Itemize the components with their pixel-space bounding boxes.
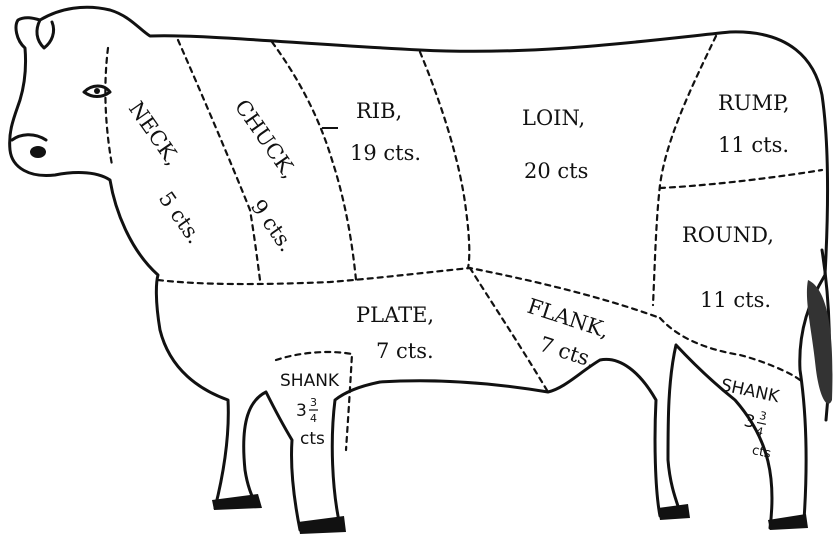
chuck-label: CHUCK, (230, 95, 302, 183)
round-price: 11 cts. (700, 288, 771, 312)
chuck-name: CHUCK, (230, 95, 302, 183)
fore-shank-unit: cts (300, 429, 325, 449)
fore-shank-name: SHANK (280, 371, 340, 391)
neck-price: 5 cts. (154, 187, 207, 248)
fore-shank-den: 4 (310, 412, 317, 425)
divider-rump-round (660, 170, 822, 188)
nostril-icon (30, 146, 46, 158)
neck-label: NECK, (124, 97, 185, 170)
hoof-hind-right (768, 514, 808, 530)
fore-shank-whole: 3 (296, 401, 307, 421)
hind-shank-den: 4 (755, 425, 765, 439)
hoof-hind-left (658, 504, 690, 520)
neck-price-label: 5 cts. (154, 187, 207, 248)
hind-shank-unit: cts (751, 443, 773, 462)
round-name: ROUND, (682, 223, 774, 247)
plate-name: PLATE, (356, 303, 434, 327)
flank-name: FLANK, (524, 294, 612, 343)
ear-outline (37, 20, 54, 48)
flank-price-label: 7 cts. (536, 332, 598, 373)
rump-price: 11 cts. (718, 133, 789, 157)
chuck-price: 9 cts. (246, 195, 299, 256)
cow-body-outline (10, 7, 828, 530)
hind-shank-name: SHANK (719, 375, 782, 407)
loin-name: LOIN, (522, 106, 585, 130)
plate-price: 7 cts. (376, 339, 434, 363)
hoof-fore-right (298, 516, 346, 534)
eye-pupil (94, 88, 100, 94)
hind-shank-num: 3 (758, 409, 768, 423)
rump-name: RUMP, (718, 91, 790, 115)
rib-name: RIB, (356, 99, 402, 123)
muzzle-outline (12, 135, 46, 140)
hoof-fore-left (212, 494, 262, 510)
neck-name: NECK, (124, 97, 185, 170)
loin-price: 20 cts (524, 159, 588, 183)
divider-head-neck (105, 48, 112, 165)
flank-price: 7 cts. (536, 332, 598, 373)
flank-label: FLANK, (524, 294, 612, 343)
divider-rib-loin (420, 52, 469, 268)
divider-loin-rump (653, 36, 716, 305)
chuck-price-label: 9 cts. (246, 195, 299, 256)
divider-plate-flank (470, 268, 548, 392)
fore-shank-num: 3 (310, 396, 317, 409)
rib-price: 19 cts. (350, 141, 421, 165)
